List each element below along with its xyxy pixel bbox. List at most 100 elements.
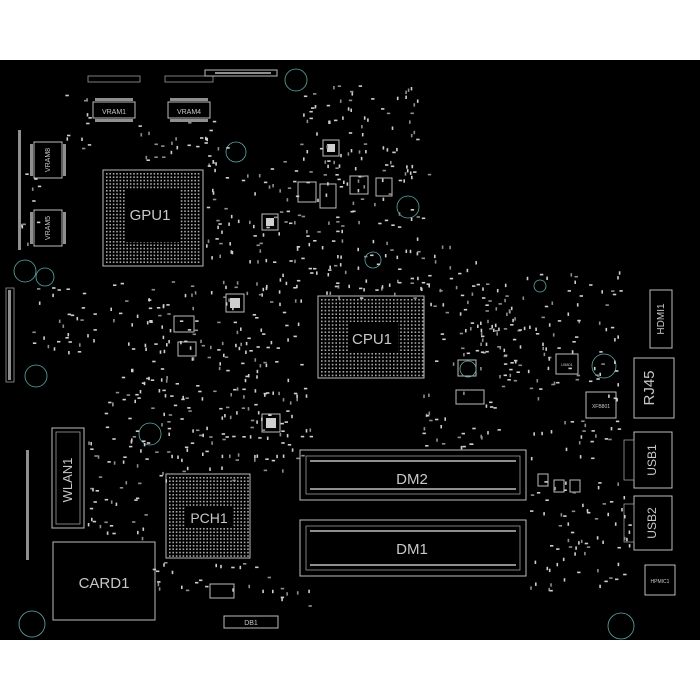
passive-pad (250, 419, 255, 422)
passive-pad (119, 312, 123, 315)
passive-pad (256, 375, 258, 379)
passive-pad (416, 252, 419, 256)
passive-pad (219, 242, 223, 245)
passive-pad (327, 164, 329, 169)
passive-pad (482, 297, 486, 299)
passive-pad (587, 511, 591, 514)
passive-pad (608, 438, 612, 441)
passive-pad (536, 379, 539, 383)
passive-pad (423, 427, 426, 431)
passive-pad (186, 448, 189, 452)
passive-pad (177, 455, 179, 459)
passive-pad (325, 193, 328, 197)
passive-pad (347, 107, 350, 111)
passive-pad (489, 401, 493, 404)
passive-pad (409, 249, 412, 254)
passive-pad (597, 569, 599, 573)
passive-pad (93, 313, 97, 315)
passive-pad (467, 300, 469, 305)
passive-pad (306, 119, 309, 124)
passive-pad (189, 346, 192, 350)
passive-pad (545, 347, 547, 351)
passive-pad (205, 136, 207, 141)
passive-pad (68, 351, 70, 355)
passive-pad (254, 389, 257, 393)
passive-pad (148, 299, 152, 301)
passive-pad (287, 444, 292, 446)
passive-pad (430, 302, 432, 307)
passive-pad (485, 310, 489, 312)
passive-pad (396, 255, 399, 260)
passive-pad (190, 442, 195, 444)
left-edge-pins (5, 130, 21, 383)
passive-pad (256, 244, 260, 247)
passive-pad (221, 341, 224, 346)
passive-pad (142, 440, 146, 442)
passive-pad (574, 275, 578, 278)
passive-pad (565, 481, 567, 485)
passive-pad (282, 311, 287, 314)
passive-pad (460, 445, 463, 450)
passive-pad (157, 582, 160, 587)
passive-pad (324, 160, 327, 164)
passive-pad (77, 351, 82, 353)
passive-pad (229, 415, 232, 420)
passive-pad (122, 398, 126, 401)
passive-pad (628, 544, 631, 548)
passive-pad (327, 273, 330, 277)
passive-components (20, 85, 632, 607)
passive-pad (339, 99, 342, 103)
passive-pad (136, 464, 139, 468)
passive-pad (148, 307, 153, 310)
passive-pad (434, 254, 436, 259)
passive-pad (180, 340, 182, 345)
passive-pad (398, 268, 402, 270)
passive-pad (171, 570, 174, 575)
passive-pad (514, 317, 516, 321)
passive-pad (223, 296, 227, 298)
passive-pad (194, 291, 197, 295)
passive-pad (388, 193, 392, 195)
passive-pad (228, 298, 230, 302)
passive-pad (409, 120, 411, 124)
passive-pad (217, 321, 221, 324)
passive-pad (558, 525, 563, 527)
passive-pad (232, 435, 236, 438)
passive-pad (184, 340, 188, 343)
passive-pad (384, 254, 387, 258)
passive-pad (301, 454, 305, 457)
passive-pad (263, 392, 267, 395)
passive-pad (225, 177, 230, 179)
hdmi1-label: HDMI1 (656, 303, 667, 335)
passive-pad (226, 406, 230, 409)
passive-pad (306, 230, 308, 234)
passive-pad (145, 347, 147, 351)
passive-pad (357, 266, 360, 270)
dm1-label: DM1 (396, 541, 428, 558)
passive-pad (459, 312, 462, 316)
passive-pad (576, 303, 579, 307)
passive-pad (363, 288, 365, 292)
passive-pad (411, 164, 414, 169)
passive-pad (503, 363, 508, 365)
passive-pad (225, 436, 229, 438)
passive-pad (614, 360, 616, 364)
passive-pad (168, 340, 170, 344)
passive-pad (503, 328, 508, 330)
passive-pad (260, 328, 263, 332)
passive-pad (224, 207, 228, 210)
passive-pad (598, 482, 602, 484)
passive-pad (237, 453, 240, 457)
passive-pad (428, 274, 432, 277)
passive-pad (452, 362, 455, 366)
passive-pad (570, 421, 575, 423)
passive-pad (257, 260, 259, 264)
passive-pad (428, 411, 431, 415)
passive-pad (617, 428, 622, 430)
passive-pad (300, 363, 304, 366)
passive-pad (92, 488, 94, 492)
passive-pad (207, 239, 210, 243)
passive-pad (398, 281, 402, 284)
passive-pad (286, 210, 290, 213)
passive-pad (308, 605, 312, 607)
